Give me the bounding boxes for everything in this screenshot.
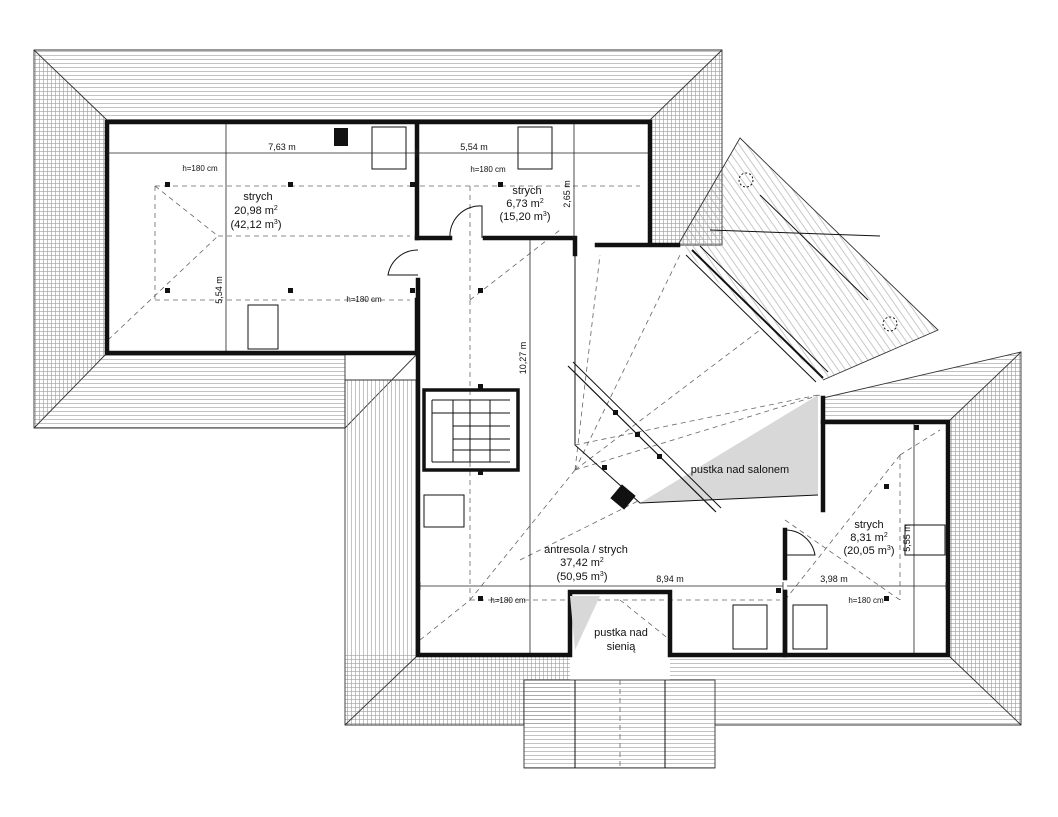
room-name-pustka-sien-1: pustka nad [594,627,648,639]
height-label-left-bottom: h=180 cm [346,295,382,304]
pillars [165,128,919,601]
dimension-554-left: 5,54 m [214,276,224,304]
height-label-mid-top: h=180 cm [470,165,506,174]
roof-hip-lines [107,185,941,641]
room-name-pustka-sien-2: sienią [607,641,637,653]
room-name-strych-left: strych [243,191,272,203]
room-name-antresola: antresola / strych [544,544,628,556]
room-labels: strych 20,98 m2 (42,12 m3) strych 6,73 m… [231,185,895,653]
dimension-1027: 10,27 m [518,342,528,375]
height-label-left-top: h=180 cm [182,164,218,173]
dimension-398: 3,98 m [820,574,848,584]
room-name-strych-mid: strych [512,185,541,197]
walls [104,119,951,658]
dimension-894: 8,94 m [656,574,684,584]
chimney-top [334,128,348,146]
room-area-antresola: 37,42 m2 [560,557,604,569]
void-areas [567,254,819,650]
height-label-antresola: h=180 cm [490,596,526,605]
room-area-strych-left: 20,98 m2 [234,205,278,217]
room-area-strych-mid: 6,73 m2 [506,198,544,210]
room-name-pustka-salon: pustka nad salonem [691,464,789,476]
dimension-labels: 7,63 m 5,54 m 5,54 m 2,65 m 10,27 m 8,94… [214,142,912,584]
room-name-strych-right: strych [854,519,883,531]
height-labels: h=180 cm h=180 cm h=180 cm h=180 cm h=18… [182,164,884,605]
dimension-763: 7,63 m [268,142,296,152]
dimension-554-top: 5,54 m [460,142,488,152]
dimension-lines [107,124,947,653]
room-area-strych-right: 8,31 m2 [850,532,888,544]
fixtures [247,126,946,650]
room-volume-strych-mid: (15,20 m3) [500,211,551,223]
roof-eaves [33,49,1022,769]
room-volume-antresola: (50,95 m3) [557,571,608,583]
dimension-555: 5,55 m [902,524,912,552]
height-label-right: h=180 cm [848,596,884,605]
dimension-265: 2,65 m [562,180,572,208]
room-volume-strych-left: (42,12 m3) [231,219,282,231]
doors [387,205,816,556]
room-volume-strych-right: (20,05 m3) [844,545,895,557]
chimney-center [610,484,636,510]
